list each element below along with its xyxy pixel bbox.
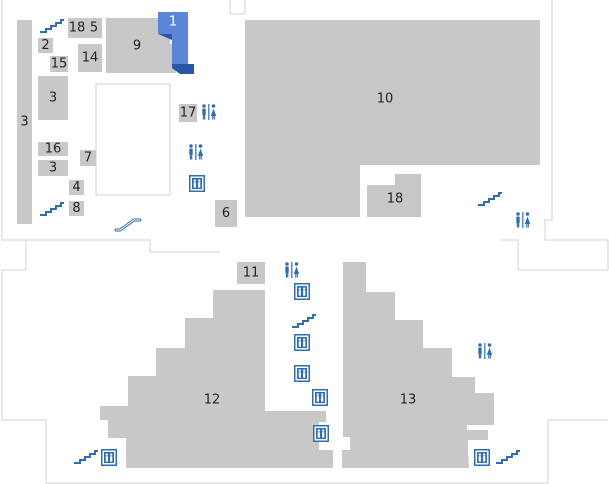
svg-text:16: 16 (45, 142, 62, 157)
svg-text:17: 17 (180, 106, 197, 121)
unit-1-highlighted[interactable]: 1 (158, 12, 194, 74)
unit-3-strip[interactable]: 3 (17, 20, 32, 224)
unit-7[interactable]: 7 (80, 150, 96, 166)
svg-text:18: 18 (69, 21, 86, 36)
unit-12[interactable]: 12 (100, 290, 333, 468)
svg-text:5: 5 (90, 21, 98, 36)
svg-text:6: 6 (222, 206, 230, 221)
svg-text:12: 12 (204, 393, 221, 408)
restroom-icon (516, 212, 531, 228)
stairs-icon (40, 19, 64, 33)
unit-6[interactable]: 6 (215, 200, 237, 227)
unit-4[interactable]: 4 (69, 180, 84, 195)
unit-2[interactable]: 2 (38, 38, 53, 53)
unit-10[interactable]: 10 (245, 20, 540, 217)
svg-text:1: 1 (169, 15, 177, 30)
svg-text:8: 8 (72, 201, 80, 216)
svg-text:4: 4 (72, 180, 80, 195)
svg-text:15: 15 (51, 57, 68, 72)
elevator-icon (312, 389, 328, 406)
restroom-icon (285, 262, 300, 278)
elevator-icon (474, 449, 490, 466)
svg-text:9: 9 (133, 39, 141, 54)
elevator-icon (101, 449, 117, 466)
atrium-void (95, 83, 171, 196)
unit-5[interactable]: 5 (86, 18, 102, 38)
stairs-icon (478, 192, 502, 206)
svg-text:14: 14 (82, 51, 99, 66)
elevator-icon (313, 425, 329, 442)
unit-18-east[interactable]: 18 (367, 174, 421, 217)
unit-15[interactable]: 15 (50, 56, 68, 72)
svg-text:11: 11 (243, 266, 260, 281)
stairs-icon (74, 450, 98, 464)
building-outline-south (1, 270, 608, 484)
elevator-icon (294, 365, 310, 382)
svg-text:7: 7 (84, 151, 92, 166)
stairs-icon (292, 314, 316, 328)
svg-text:3: 3 (49, 161, 57, 176)
unit-3-block[interactable]: 3 (38, 76, 68, 120)
unit-14[interactable]: 14 (78, 44, 102, 72)
unit-8[interactable]: 8 (69, 201, 84, 216)
building-outline-courtyard (26, 239, 220, 253)
restroom-icon (478, 343, 493, 359)
restroom-icon (189, 144, 204, 160)
svg-text:2: 2 (41, 38, 49, 53)
restroom-icon (202, 104, 217, 120)
unit-17[interactable]: 17 (179, 104, 197, 122)
svg-text:18: 18 (387, 192, 404, 207)
unit-18-north[interactable]: 18 (68, 18, 86, 38)
unit-3-small[interactable]: 3 (38, 160, 68, 176)
building-outline-top (229, 0, 246, 15)
elevator-icon (189, 175, 205, 192)
building-outline-east (500, 0, 609, 271)
elevator-icon (294, 334, 310, 351)
unit-13[interactable]: 13 (342, 262, 494, 468)
stairs-icon (40, 202, 64, 216)
unit-16[interactable]: 16 (38, 142, 68, 157)
elevator-icon (294, 283, 310, 300)
svg-text:13: 13 (400, 393, 417, 408)
escalator-icon (114, 218, 142, 232)
unit-11[interactable]: 11 (237, 262, 265, 284)
svg-text:3: 3 (20, 115, 28, 130)
svg-text:10: 10 (377, 92, 394, 107)
stairs-icon (496, 450, 520, 464)
svg-text:3: 3 (49, 91, 57, 106)
